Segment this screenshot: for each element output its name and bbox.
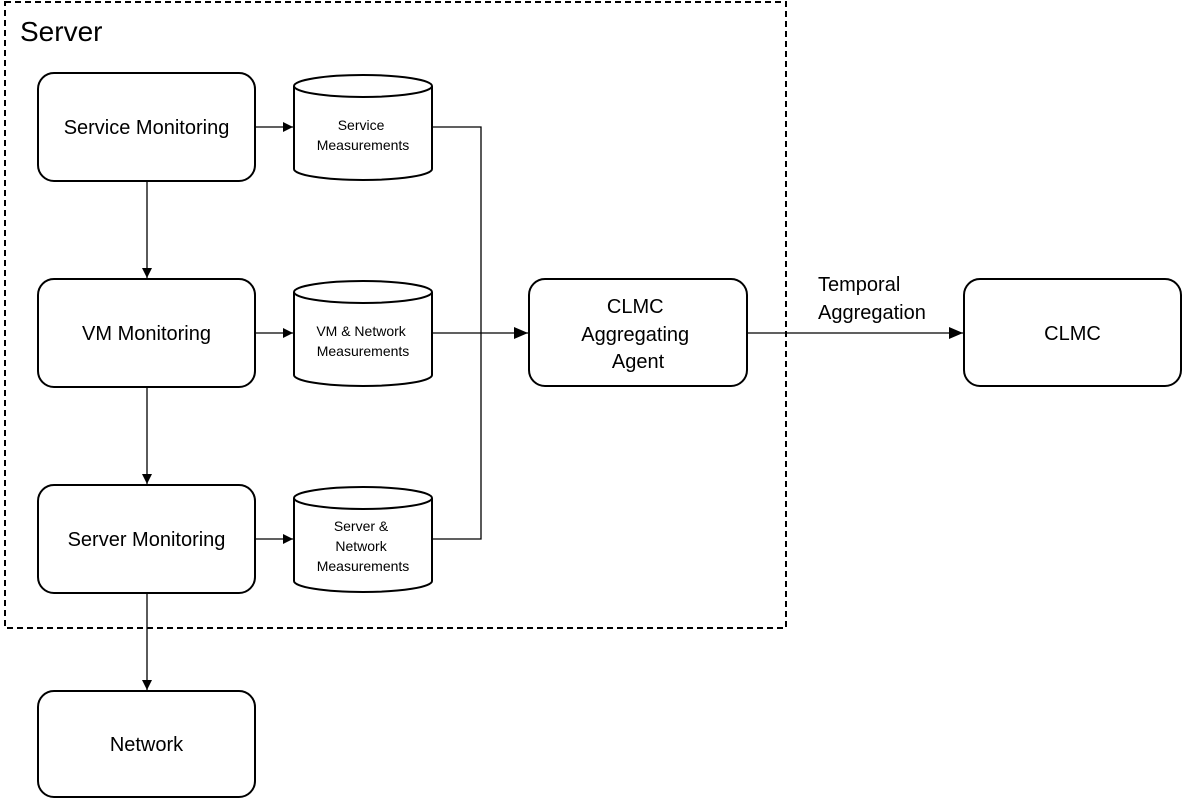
edge-service-measurements-to-agent — [432, 126, 482, 333]
vm-network-measurements-label-line: VM & Network — [316, 323, 406, 339]
server-monitoring-label: Server Monitoring — [68, 529, 226, 551]
temporal-aggregation-label-line: Aggregation — [818, 302, 926, 324]
server-network-measurements-label-line: Network — [335, 538, 387, 554]
service-monitoring-box — [37, 72, 256, 182]
server-group-title: Server — [20, 16, 102, 47]
node-vm-monitoring: VM Monitoring — [37, 278, 256, 388]
service-measurements-cylinder-body — [293, 86, 433, 181]
node-clmc: CLMC — [963, 278, 1182, 387]
server-network-measurements-label-line: Server & — [334, 518, 389, 534]
node-server-network-measurements: Server & Network Measurements — [293, 486, 433, 593]
temporal-aggregation-label: Temporal Aggregation — [818, 274, 926, 324]
service-monitoring-label: Service Monitoring — [64, 117, 230, 139]
server-network-measurements-label-line: Measurements — [317, 558, 410, 574]
server-network-measurements-cylinder-top — [293, 486, 433, 510]
node-service-monitoring: Service Monitoring — [37, 72, 256, 182]
server-network-measurements-label: Server & Network Measurements — [317, 518, 410, 574]
service-measurements-cylinder-top — [293, 74, 433, 98]
clmc-aggregating-agent-label-line: CLMC — [607, 296, 664, 318]
node-network: Network — [37, 690, 256, 798]
server-boundary — [4, 1, 787, 629]
vm-network-measurements-cylinder-body — [293, 292, 433, 387]
temporal-aggregation-label-line: Temporal — [818, 274, 900, 296]
clmc-aggregating-agent-label-line: Aggregating — [581, 324, 689, 346]
server-group: Server — [4, 1, 787, 629]
vm-network-measurements-cylinder-top — [293, 280, 433, 304]
server-network-measurements-cylinder-body — [293, 498, 433, 593]
service-measurements-label: Service Measurements — [317, 117, 410, 153]
node-service-measurements: Service Measurements — [293, 74, 433, 181]
network-label: Network — [110, 734, 184, 756]
clmc-aggregating-agent-box — [528, 278, 748, 387]
clmc-box — [963, 278, 1182, 387]
clmc-label: CLMC — [1044, 323, 1101, 345]
service-measurements-label-line: Measurements — [317, 137, 410, 153]
clmc-aggregating-agent-label-line: Agent — [612, 351, 665, 373]
network-box — [37, 690, 256, 798]
vm-network-measurements-label-line: Measurements — [317, 343, 410, 359]
edge-server-network-measurements-to-agent — [432, 333, 482, 540]
vm-monitoring-label: VM Monitoring — [82, 323, 211, 345]
node-server-monitoring: Server Monitoring — [37, 484, 256, 594]
vm-monitoring-box — [37, 278, 256, 388]
clmc-aggregating-agent-label: CLMC Aggregating Agent — [581, 296, 694, 373]
vm-network-measurements-label: VM & Network Measurements — [316, 323, 409, 359]
service-measurements-label-line: Service — [338, 117, 385, 133]
server-monitoring-box — [37, 484, 256, 594]
node-clmc-aggregating-agent: CLMC Aggregating Agent — [528, 278, 748, 387]
node-vm-network-measurements: VM & Network Measurements — [293, 280, 433, 387]
connectors — [142, 122, 963, 690]
